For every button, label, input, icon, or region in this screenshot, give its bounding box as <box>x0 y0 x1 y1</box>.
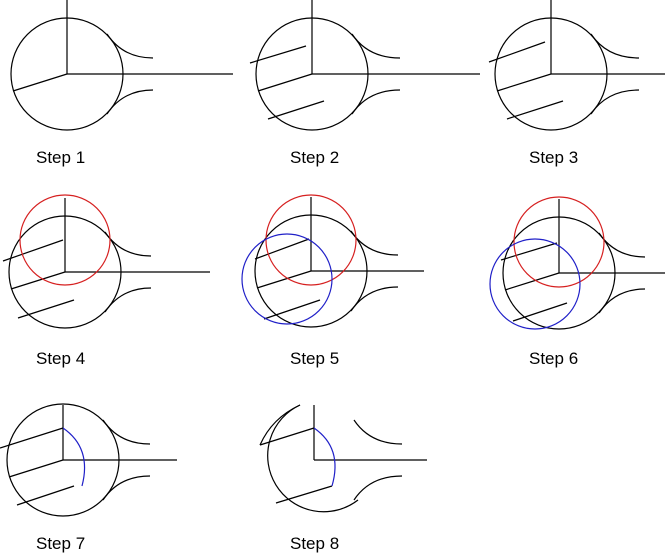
wrench-outline-arc <box>267 404 359 513</box>
step-3-panel <box>488 0 665 131</box>
oblique-axis <box>257 73 313 92</box>
step-8-panel <box>259 404 427 513</box>
step-8-label: Step 8 <box>290 534 339 553</box>
oblique-axis <box>256 270 312 289</box>
lower-jaw-line <box>275 485 333 504</box>
step-6-label: Step 6 <box>529 349 578 368</box>
parallel-line-lower <box>16 485 75 506</box>
oblique-axis <box>504 272 560 291</box>
upper-fillet-curve <box>353 419 403 445</box>
upper-fillet-curve <box>106 33 154 59</box>
lower-fillet-curve <box>598 288 646 314</box>
step-7-label: Step 7 <box>36 534 85 553</box>
oblique-axis <box>8 459 64 478</box>
parallel-line-upper <box>2 239 64 262</box>
lower-fillet-curve <box>351 89 401 115</box>
upper-fillet-curve <box>104 231 152 257</box>
red-circle <box>19 194 111 286</box>
step-2-panel <box>249 0 480 131</box>
blue-arc <box>313 427 336 487</box>
oblique-axis <box>10 271 66 290</box>
lower-fillet-curve <box>353 475 403 501</box>
upper-jaw-line <box>259 427 315 446</box>
step-3-label: Step 3 <box>529 148 578 167</box>
blue-circle <box>489 238 581 330</box>
parallel-line-lower <box>17 299 75 319</box>
oblique-axis <box>496 73 552 92</box>
parallel-line-lower <box>267 100 325 120</box>
parallel-line-upper <box>500 242 558 261</box>
lower-fillet-curve <box>102 475 151 501</box>
parallel-line-lower <box>512 302 568 322</box>
wrench-upper-jaw <box>259 404 301 446</box>
upper-fillet-curve <box>598 232 646 258</box>
step-1-panel <box>10 0 233 131</box>
step-4-panel <box>2 194 210 329</box>
parallel-line-upper <box>254 238 310 260</box>
red-circle <box>265 194 357 286</box>
parallel-line-lower <box>506 100 564 120</box>
step-5-panel <box>241 194 424 328</box>
lower-fillet-curve <box>106 89 154 115</box>
upper-fillet-curve <box>102 419 151 445</box>
parallel-line-upper <box>249 45 307 64</box>
lower-fillet-curve <box>350 286 399 312</box>
step-1-label: Step 1 <box>36 148 85 167</box>
lower-fillet-curve <box>590 89 640 115</box>
parallel-line-upper <box>488 41 546 63</box>
red-circle <box>513 196 605 288</box>
lower-fillet-curve <box>104 287 152 313</box>
upper-fillet-curve <box>350 230 399 256</box>
step-7-panel <box>0 403 177 517</box>
blue-arc <box>62 427 86 487</box>
oblique-axis <box>12 73 68 92</box>
step-4-label: Step 4 <box>36 349 85 368</box>
step-6-panel <box>489 196 665 330</box>
step-5-label: Step 5 <box>290 349 339 368</box>
blue-circle <box>241 233 333 325</box>
parallel-line-lower <box>263 299 321 320</box>
upper-fillet-curve <box>590 33 640 59</box>
upper-fillet-curve <box>351 33 401 59</box>
parallel-line-upper <box>0 427 64 449</box>
step-2-label: Step 2 <box>290 148 339 167</box>
